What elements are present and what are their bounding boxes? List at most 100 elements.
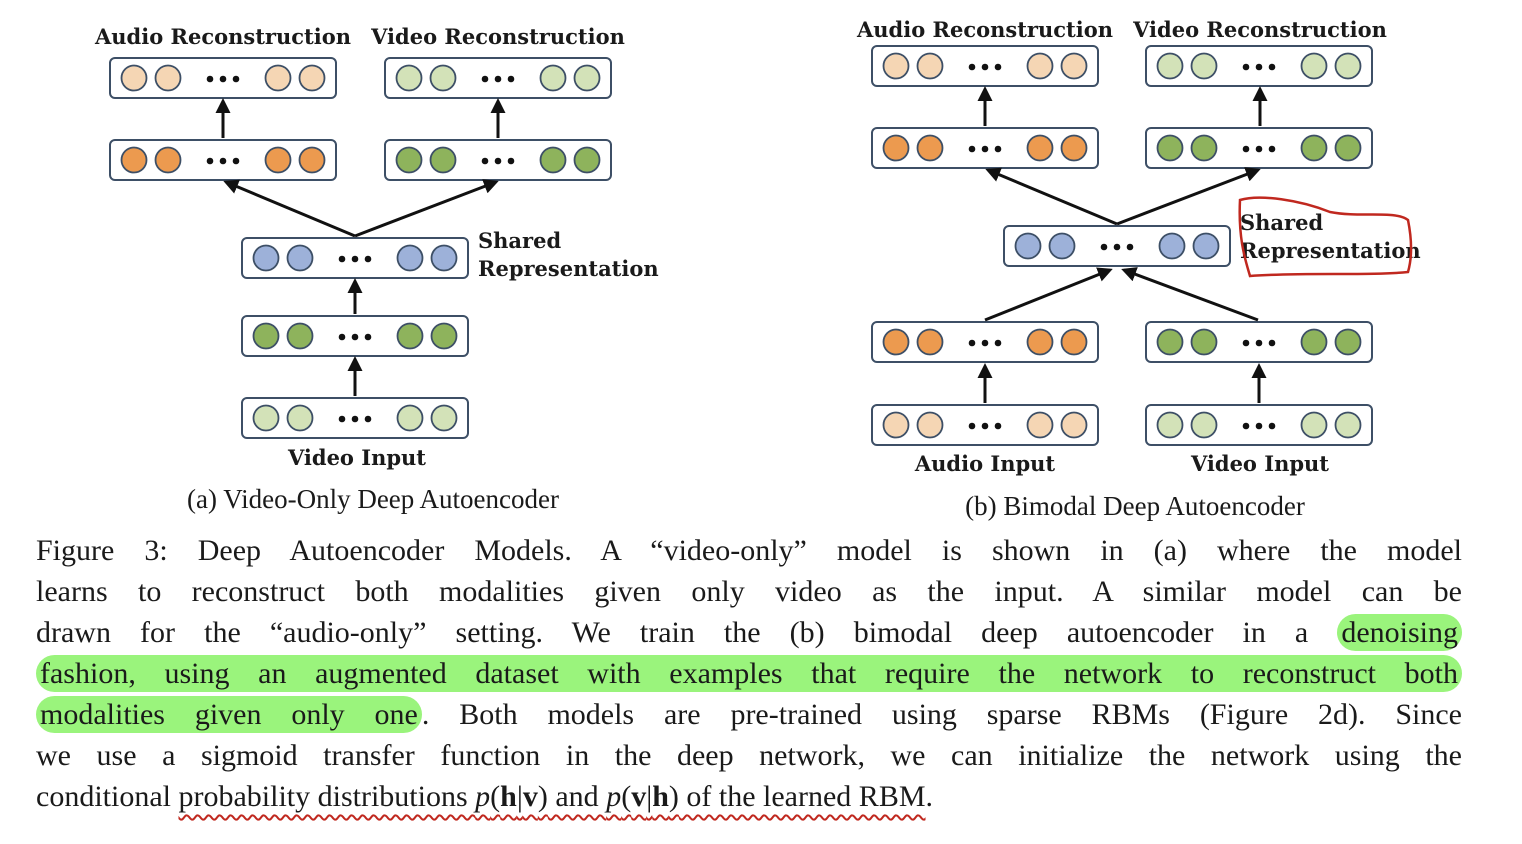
a-video-hidden-layer-ellipsis-dot-2 <box>494 157 502 165</box>
b-video-recon-layer-unit-2 <box>1190 52 1218 80</box>
a-video-hidden-input-layer-ellipsis-dot-1 <box>338 333 346 341</box>
b-video-hidden-input-layer <box>1145 321 1373 363</box>
figure-caption: Figure 3: Deep Autoencoder Models. A “vi… <box>36 530 1462 817</box>
b-video-input-layer-ellipsis-dot-1 <box>1242 422 1250 430</box>
b-shared-label-1: Shared <box>1240 210 1323 235</box>
a-video-recon-layer-unit-3 <box>539 64 567 92</box>
b-video-hidden-input-layer-unit-3 <box>1300 328 1328 356</box>
b-arrow-video-shared <box>1121 267 1259 322</box>
a-video-input-label: Video Input <box>287 445 426 470</box>
b-audio-input-layer-unit-1 <box>882 411 910 439</box>
a-video-hidden-layer-unit-2 <box>429 146 457 174</box>
diagram-b: Audio Reconstruction Video Reconstructio… <box>856 17 1421 521</box>
a-audio-recon-layer-unit-2 <box>154 64 182 92</box>
a-video-recon-label: Video Reconstruction <box>370 24 625 49</box>
a-subcaption: (a) Video-Only Deep Autoencoder <box>187 484 559 514</box>
a-video-recon-layer-ellipsis-dot-3 <box>507 75 515 83</box>
a-video-hidden-layer-ellipsis-dot-1 <box>481 157 489 165</box>
a-video-hidden-input-layer-unit-2 <box>286 322 314 350</box>
b-shared-layer-unit-1 <box>1014 232 1042 260</box>
b-audio-hidden-layer-ellipsis-dot-1 <box>968 145 976 153</box>
highlight-modalities: modalities given only one <box>36 696 422 733</box>
caption-line-7-text: probability distributions <box>178 780 476 813</box>
a-video-hidden-input-layer-unit-4 <box>430 322 458 350</box>
b-video-hidden-input-layer-ellipsis-dot-2 <box>1255 339 1263 347</box>
b-video-recon-layer-ellipsis-dot-1 <box>1242 63 1250 71</box>
a-audio-recon-layer-ellipsis-dot-3 <box>232 75 240 83</box>
b-video-input-label: Video Input <box>1190 451 1329 476</box>
b-video-recon-layer-unit-1 <box>1156 52 1184 80</box>
a-audio-hidden-layer-unit-1 <box>120 146 148 174</box>
b-video-input-layer-unit-2 <box>1190 411 1218 439</box>
a-shared-layer-ellipsis-dot-3 <box>364 255 372 263</box>
b-audio-hidden-layer-unit-2 <box>916 134 944 162</box>
a-audio-recon-layer-ellipsis-dot-1 <box>206 75 214 83</box>
b-shared-layer <box>1003 225 1231 267</box>
a-video-recon-layer-ellipsis-dot-2 <box>494 75 502 83</box>
a-audio-hidden-layer-ellipsis-dot-3 <box>232 157 240 165</box>
caption-line-6: we use a sigmoid transfer function in th… <box>36 739 1462 772</box>
a-shared-label-2: Representation <box>478 256 659 281</box>
a-video-recon-layer <box>384 57 612 99</box>
highlight-line-4: fashion, using an augmented dataset with… <box>36 655 1462 692</box>
b-video-recon-layer-unit-4 <box>1334 52 1362 80</box>
p-v-given-h: p(v|h) <box>606 780 679 813</box>
a-video-hidden-input-layer-unit-1 <box>252 322 280 350</box>
b-video-input-layer-ellipsis-dot-3 <box>1268 422 1276 430</box>
b-shared-layer-unit-4 <box>1192 232 1220 260</box>
b-audio-input-layer <box>871 404 1099 446</box>
b-audio-hidden-input-layer-unit-2 <box>916 328 944 356</box>
a-video-hidden-layer-unit-4 <box>573 146 601 174</box>
a-video-hidden-input-layer-unit-3 <box>396 322 424 350</box>
b-video-recon-layer-unit-3 <box>1300 52 1328 80</box>
b-audio-input-layer-ellipsis-dot-3 <box>994 422 1002 430</box>
caption-line-3-text: drawn for the “audio-only” setting. We t… <box>36 616 1338 649</box>
caption-line-5-text: . Both models are pre-trained using spar… <box>421 698 1462 731</box>
b-audio-hidden-input-layer-ellipsis-dot-2 <box>981 339 989 347</box>
b-audio-recon-layer-unit-4 <box>1060 52 1088 80</box>
a-audio-hidden-layer-ellipsis-dot-2 <box>219 157 227 165</box>
red-box-annotation <box>1238 196 1413 278</box>
b-audio-hidden-input-layer-ellipsis-dot-3 <box>994 339 1002 347</box>
a-shared-layer-unit-3 <box>396 244 424 272</box>
b-audio-recon-layer-unit-2 <box>916 52 944 80</box>
a-video-recon-layer-unit-4 <box>573 64 601 92</box>
b-audio-hidden-input-layer-unit-4 <box>1060 328 1088 356</box>
b-video-input-layer-ellipsis-dot-2 <box>1255 422 1263 430</box>
b-audio-hidden-layer-ellipsis-dot-2 <box>981 145 989 153</box>
b-audio-input-label: Audio Input <box>914 451 1056 476</box>
b-video-hidden-layer-ellipsis-dot-3 <box>1268 145 1276 153</box>
b-audio-recon-layer-ellipsis-dot-2 <box>981 63 989 71</box>
a-video-recon-layer-ellipsis-dot-1 <box>481 75 489 83</box>
a-audio-hidden-layer-unit-3 <box>264 146 292 174</box>
b-audio-hidden-layer <box>871 127 1099 169</box>
b-video-input-layer-unit-4 <box>1334 411 1362 439</box>
a-shared-layer-unit-1 <box>252 244 280 272</box>
diagram-a: Audio Reconstruction Video Reconstructio… <box>94 24 659 514</box>
b-shared-label-2: Representation <box>1240 238 1421 263</box>
p-h-given-v: p(h|v) <box>475 780 548 813</box>
a-video-input-layer <box>241 397 469 439</box>
b-audio-recon-label: Audio Reconstruction <box>856 17 1113 42</box>
a-video-hidden-input-layer-ellipsis-dot-2 <box>351 333 359 341</box>
b-video-input-layer-unit-1 <box>1156 411 1184 439</box>
caption-line-4: fashion, using an augmented dataset with… <box>36 653 1462 694</box>
b-shared-layer-ellipsis-dot-1 <box>1100 243 1108 251</box>
b-video-hidden-layer-ellipsis-dot-1 <box>1242 145 1250 153</box>
a-audio-hidden-layer-unit-4 <box>298 146 326 174</box>
a-video-recon-layer-unit-1 <box>395 64 423 92</box>
b-video-hidden-input-layer-ellipsis-dot-3 <box>1268 339 1276 347</box>
a-shared-layer <box>241 237 469 279</box>
b-audio-input-layer-unit-2 <box>916 411 944 439</box>
a-audio-recon-layer <box>109 57 337 99</box>
b-audio-hidden-layer-ellipsis-dot-3 <box>994 145 1002 153</box>
b-video-recon-label: Video Reconstruction <box>1132 17 1387 42</box>
b-video-hidden-layer-unit-3 <box>1300 134 1328 162</box>
a-video-input-layer-unit-2 <box>286 404 314 432</box>
b-video-recon-layer-ellipsis-dot-3 <box>1268 63 1276 71</box>
b-video-hidden-input-layer-unit-2 <box>1190 328 1218 356</box>
a-audio-recon-layer-unit-1 <box>120 64 148 92</box>
caption-line-3: drawn for the “audio-only” setting. We t… <box>36 612 1462 653</box>
a-video-hidden-layer-unit-3 <box>539 146 567 174</box>
b-audio-hidden-input-layer <box>871 321 1099 363</box>
